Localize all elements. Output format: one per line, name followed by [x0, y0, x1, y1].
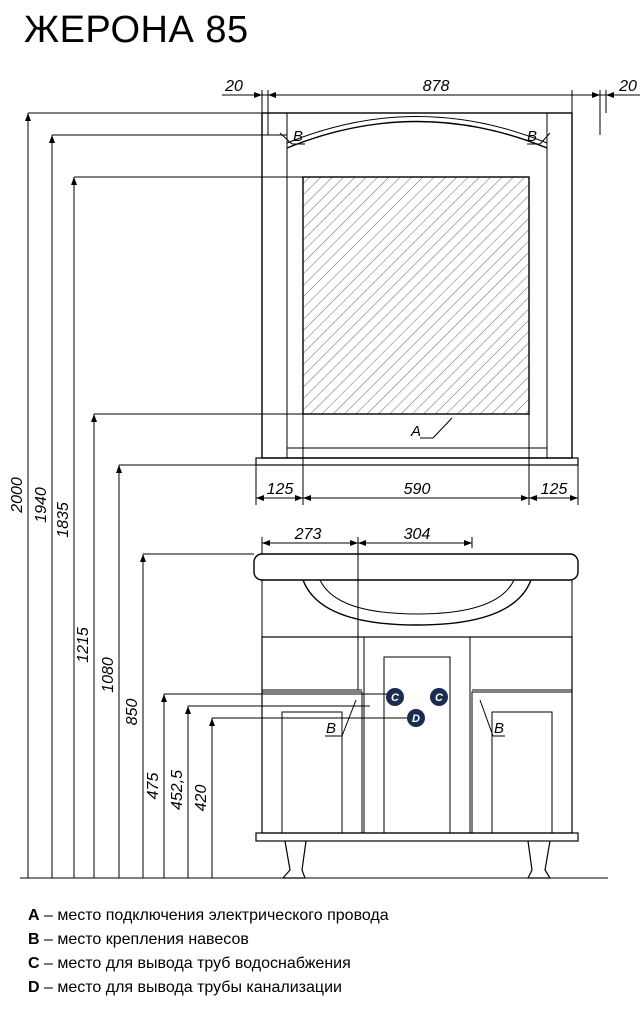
legend-item-a: A – место подключения электрического про…	[28, 907, 389, 924]
legend-item-d: D – место для вывода трубы канализации	[28, 979, 342, 996]
dim-cabinet-center: 304	[404, 526, 431, 543]
dim-height-1215: 1215	[75, 627, 92, 663]
callout-b-mirror-right: B	[527, 128, 537, 145]
marker-c-left: C	[386, 688, 404, 706]
left-door	[261, 691, 363, 834]
dim-height-1940: 1940	[33, 487, 50, 523]
dim-height-475: 475	[145, 773, 162, 800]
basin-top	[253, 553, 579, 638]
dim-height-1835: 1835	[55, 502, 72, 538]
dim-height-850: 850	[124, 699, 141, 726]
cabinet-legs	[281, 840, 552, 879]
center-door	[363, 636, 471, 834]
dimension-arrows	[25, 92, 614, 726]
height-dimension-lines	[27, 112, 416, 878]
mirror-glass	[302, 176, 530, 415]
svg-text:D: D	[412, 713, 420, 725]
dim-height-452-5: 452,5	[169, 770, 186, 810]
dim-mirror-frame-left: 125	[267, 481, 294, 498]
dim-cabinet-left: 273	[294, 526, 322, 543]
callout-leaders	[279, 132, 551, 737]
dim-mirror-right-gap: 20	[618, 78, 637, 95]
cabinet-body	[255, 636, 579, 842]
right-door	[471, 691, 573, 834]
legend-item-b: B – место крепления навесов	[28, 931, 249, 948]
marker-d: D	[407, 709, 425, 727]
legend: A – место подключения электрического про…	[28, 904, 389, 1000]
callout-b-cabinet-right: B	[494, 720, 504, 737]
mirror-outline	[255, 112, 579, 466]
dim-mirror-glass-width: 590	[404, 481, 431, 498]
marker-c-right: C	[430, 688, 448, 706]
svg-text:C: C	[435, 692, 444, 704]
dim-mirror-frame-right: 125	[541, 481, 568, 498]
dim-mirror-width: 878	[423, 78, 450, 95]
legend-item-c: C – место для вывода труб водоснабжения	[28, 955, 351, 972]
svg-text:C: C	[391, 692, 400, 704]
page-title: ЖЕРОНА 85	[24, 9, 249, 51]
mirror-top-dimension	[222, 90, 640, 135]
dim-height-420: 420	[193, 785, 210, 812]
callout-a: A	[410, 423, 421, 440]
dim-height-2000: 2000	[9, 477, 26, 514]
callout-b-mirror-left: B	[293, 128, 303, 145]
dim-mirror-left-gap: 20	[224, 78, 243, 95]
dim-height-1080: 1080	[100, 657, 117, 693]
cabinet-top-dimension	[261, 537, 473, 690]
callout-b-cabinet-left: B	[326, 720, 336, 737]
